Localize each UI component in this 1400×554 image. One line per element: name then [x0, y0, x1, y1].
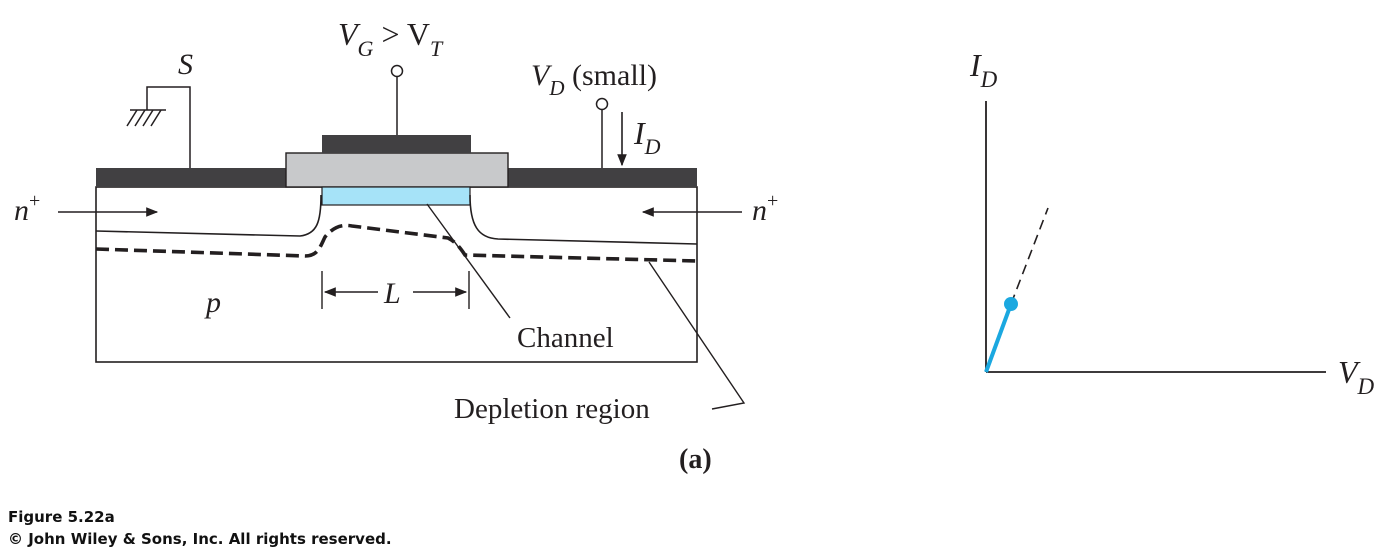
x-axis-label: VD [1338, 354, 1375, 399]
gate-oxide [285, 152, 509, 188]
n-plus-left-boundary [95, 194, 322, 237]
mosfet-cross-section: S VG > VT VD (small) ID n+ n+ p L Channe… [14, 16, 778, 475]
channel-leader [426, 203, 511, 319]
source-contact [96, 168, 286, 187]
inversion-channel [321, 186, 471, 206]
iv-graph: ID VD [969, 47, 1375, 399]
part-label: (a) [679, 444, 712, 475]
y-axis-label: ID [969, 47, 998, 92]
n-plus-left-label: n+ [14, 190, 40, 227]
drain-voltage-label: VD (small) [531, 59, 657, 100]
length-label: L [383, 277, 401, 310]
substrate-label: p [204, 286, 221, 319]
copyright-notice: © John Wiley & Sons, Inc. All rights res… [8, 530, 392, 548]
ground-icon [126, 86, 191, 168]
gate-voltage-label: VG > VT [338, 16, 444, 61]
linear-iv-curve [984, 303, 1013, 373]
drain-terminal [595, 97, 609, 111]
source-label: S [178, 48, 193, 81]
drain-current-label: ID [633, 115, 661, 159]
depletion-label: Depletion region [454, 393, 650, 425]
operating-point [1004, 297, 1018, 311]
depletion-leader [648, 261, 746, 410]
gate-metal [322, 135, 471, 153]
n-plus-right-label: n+ [752, 190, 778, 227]
n-plus-right-boundary [469, 194, 698, 245]
channel-label: Channel [517, 322, 614, 354]
figure-caption: Figure 5.22a [8, 508, 115, 526]
gate-terminal [390, 64, 404, 78]
drain-contact [508, 168, 697, 187]
extrapolation-dashed [1010, 207, 1049, 305]
substrate-body [95, 186, 698, 363]
